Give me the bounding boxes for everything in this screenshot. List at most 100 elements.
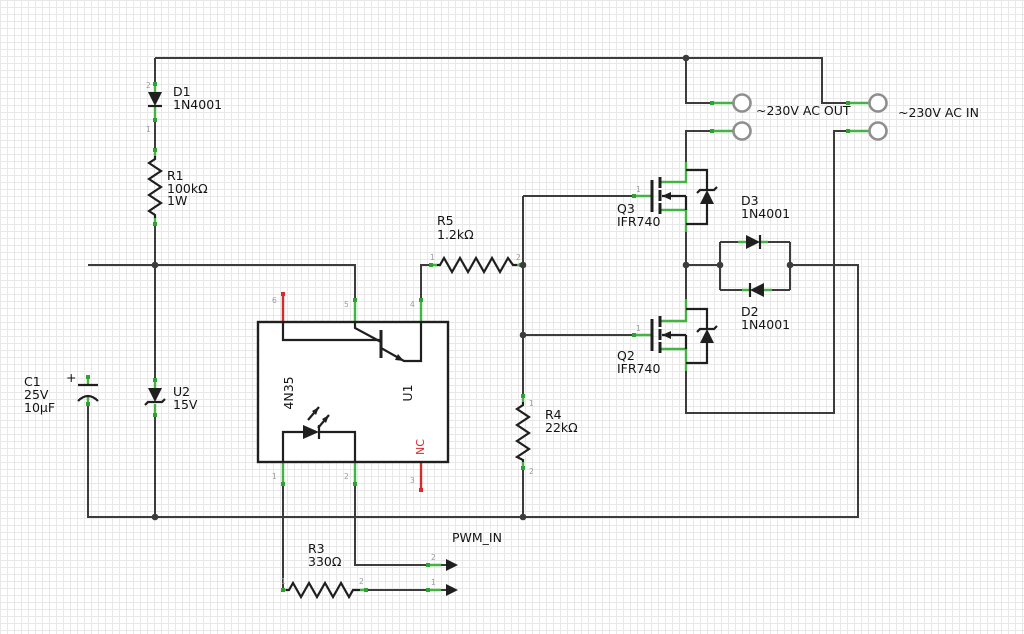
pin-number: 1: [146, 125, 151, 134]
led-cathode-lead: [319, 430, 357, 462]
connection-pads: [86, 82, 850, 592]
resistor-r3[interactable]: R3 330Ω: [286, 541, 360, 600]
r5-value-label: 1.2kΩ: [437, 227, 474, 242]
pwm-pin-1-arrow: [446, 584, 458, 596]
body-diode-link: [686, 168, 709, 226]
mosfet-q3[interactable]: Q3 IFR740: [617, 168, 718, 229]
pin-number: 2: [516, 253, 521, 262]
acin-terminal-leads: [848, 101, 869, 133]
d1-ref-label: D1: [173, 84, 191, 99]
u1-leads: [281, 300, 423, 484]
opto-body: [256, 320, 450, 464]
body-diode-triangle: [700, 329, 714, 343]
wire-pwm-side[interactable]: [282, 484, 428, 591]
u1-partnumber-label: 4N35: [281, 376, 296, 409]
pin-number: 2: [431, 553, 436, 562]
junction-dot: [786, 261, 794, 269]
pwm-in-label: PWM_IN: [452, 530, 502, 545]
ac-in-label: ~230V AC IN: [898, 105, 979, 120]
diode-d1[interactable]: D1 1N4001: [148, 84, 222, 112]
resistor-zigzag: [147, 156, 163, 218]
led-triangle: [303, 425, 319, 439]
resistor-r5[interactable]: R5 1.2kΩ: [437, 213, 517, 275]
body-connection: [662, 333, 688, 349]
q2-value-label: IFR740: [617, 361, 660, 376]
body-diode-triangle: [700, 190, 714, 204]
pin-number: 1: [636, 324, 641, 333]
wire-dc-plus-net[interactable]: [88, 224, 356, 380]
junction-dot: [151, 513, 159, 521]
pin-number: 1: [281, 577, 286, 586]
diode-triangle: [148, 92, 162, 106]
d3-value-label: 1N4001: [741, 206, 790, 221]
wire-mosfet-mid-node[interactable]: [685, 232, 720, 299]
r3-ref-label: R3: [308, 541, 325, 556]
c1-capacitance-label: 10µF: [24, 400, 55, 415]
pin-number: 1: [529, 399, 534, 408]
pin-number: 2: [529, 467, 534, 476]
d1-value-label: 1N4001: [173, 97, 222, 112]
r4-value-label: 22kΩ: [545, 420, 578, 435]
d2-d3-leads: [738, 240, 772, 292]
led-emission-arrowhead-2: [322, 415, 329, 423]
pwm-connector-leads: [428, 563, 441, 592]
body-arrow: [662, 331, 671, 339]
d2-ref-label: D2: [741, 304, 759, 319]
mosfet-q2[interactable]: Q2 IFR740: [617, 307, 718, 376]
u1-ref-label: U1: [400, 384, 415, 401]
junction-dots: [151, 54, 794, 521]
q3-ref-label: Q3: [617, 201, 635, 216]
r5-ref-label: R5: [437, 213, 454, 228]
pin-number: 6: [272, 296, 277, 305]
pin-number: 1: [430, 253, 435, 262]
wire-diode-block[interactable]: [719, 241, 791, 291]
r3-value-label: 330Ω: [308, 554, 342, 569]
wire-acin-to-q2-source[interactable]: [685, 130, 848, 414]
r1-value-label: 100kΩ: [167, 181, 208, 196]
ac-out-label: ~230V AC OUT: [756, 103, 851, 118]
pin-number: 2: [344, 472, 349, 481]
q3-value-label: IFR740: [617, 214, 660, 229]
acout-terminal-leads: [712, 101, 733, 133]
ac-out-terminal-2[interactable]: [732, 121, 752, 141]
wire-acout-to-q3-drain[interactable]: [685, 130, 712, 162]
junction-dot: [519, 331, 527, 339]
diode-d2[interactable]: D2 1N4001: [741, 283, 790, 332]
u1-unconnected-pins: [281, 296, 423, 488]
ac-in-terminal-2[interactable]: [868, 121, 888, 141]
resistor-r4[interactable]: R4 22kΩ: [514, 402, 578, 462]
pin-number: 1: [272, 472, 277, 481]
led-emission-arrowhead-1: [312, 407, 319, 415]
resistor-zigzag: [437, 255, 517, 275]
ac-out-terminal[interactable]: ~230V AC OUT: [732, 93, 851, 141]
pin-number: 1: [636, 185, 641, 194]
opto-base-line: [281, 322, 381, 342]
resistor-zigzag: [514, 402, 531, 462]
resistor-r1[interactable]: R1 100kΩ 1W: [147, 156, 208, 218]
junction-dot: [682, 54, 690, 62]
c1-voltage-label: 25V: [24, 387, 49, 402]
r1-ref-label: R1: [167, 168, 184, 183]
diode-triangle: [746, 235, 760, 249]
r1-power-label: 1W: [167, 193, 187, 208]
body-diode-link: [686, 307, 709, 365]
zener-u2[interactable]: U2 15V: [144, 384, 198, 412]
emitter-arrow: [395, 354, 404, 361]
ac-out-terminal-1[interactable]: [732, 93, 752, 113]
diode-d3[interactable]: D3 1N4001: [741, 193, 790, 249]
wire-mains-top[interactable]: [154, 57, 848, 104]
cap-plate-bottom: [77, 394, 99, 402]
pwm-connector[interactable]: PWM_IN: [441, 530, 502, 596]
capacitor-c1[interactable]: + C1 25V 10µF: [24, 370, 99, 415]
wire-ground-rail[interactable]: [87, 264, 859, 518]
u2-ref-label: U2: [173, 384, 190, 399]
ac-in-terminal[interactable]: ~230V AC IN: [868, 93, 979, 141]
pin-number: 2: [359, 577, 364, 586]
ac-in-terminal-1[interactable]: [868, 93, 888, 113]
junction-dot: [151, 261, 159, 269]
pin-number: 4: [410, 300, 415, 309]
optocoupler-u1[interactable]: 4N35 U1 NC: [256, 320, 450, 464]
junction-dot: [716, 261, 724, 269]
